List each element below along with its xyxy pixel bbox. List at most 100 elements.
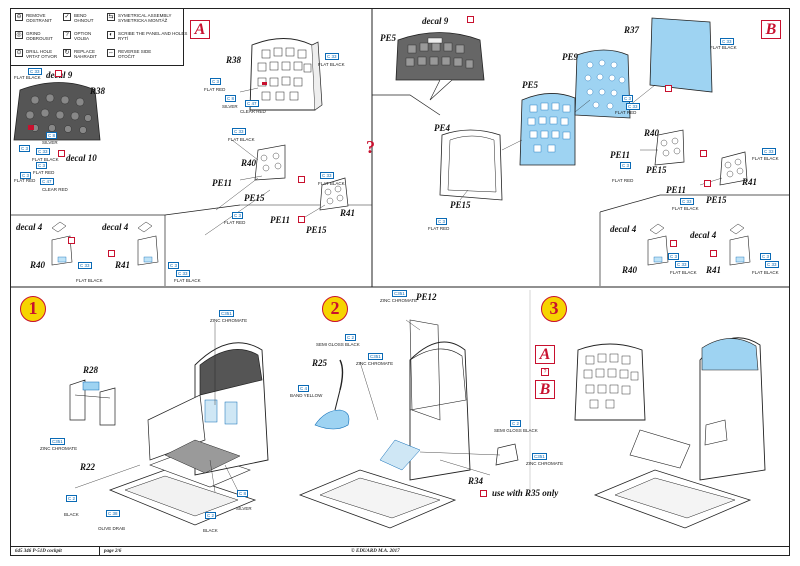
label-pe9: PE9 (562, 52, 579, 62)
paint-name: FLAT RED (33, 170, 55, 175)
paint-name: FLAT RED (615, 110, 637, 115)
option-b-letter: B (535, 380, 555, 399)
paint-name: SEMI GLOSS BLACK (494, 428, 538, 433)
paint-code: C 33 (675, 261, 689, 268)
label-pe4: PE4 (434, 123, 451, 133)
paint-code: C 33 (626, 103, 640, 110)
paint-code: C 2 (345, 334, 357, 341)
paint-code: C 33 (680, 198, 694, 205)
label-r40-a2: R40 (30, 260, 46, 270)
paint-code: C 33 (36, 148, 50, 155)
paint-code: C 3 (668, 253, 680, 260)
legend-symmetrical: SYMETRICAL ASSEMBLY SYMETRICKA MONTÁŽ (118, 13, 172, 23)
bend-icon: ✓ (63, 13, 71, 21)
panel-b-letter: B (761, 20, 781, 39)
legend-scribe: SCRIBE THE PANEL AND HOLES RYTÍ (118, 31, 188, 41)
paint-name: FLAT BLACK (174, 278, 201, 283)
paint-name: FLAT RED (612, 178, 634, 183)
paint-code: C 33 (325, 53, 339, 60)
paint-name: ZINC CHROMATE (526, 461, 564, 466)
symbol-legend: ⊖ REMOVE ODSTRANIT ✓ BEND OHNOUT ⇆ SYMET… (11, 9, 188, 66)
scribe-icon: ◐ (107, 31, 115, 39)
paint-name: FLAT BLACK (32, 157, 59, 162)
legend-drill: DRILL HOLE VRTAT OTVOR (26, 49, 58, 59)
paint-code: C351 (50, 438, 65, 445)
option-a-letter: A (535, 345, 555, 364)
option-icon: ? (541, 368, 549, 376)
note-use-with-r35: use with R35 only (492, 488, 559, 498)
label-r40-b2: R40 (622, 265, 638, 275)
paint-code: C 3 (210, 78, 222, 85)
label-r37: R37 (624, 25, 640, 35)
label-pe5-b: PE5 (522, 80, 539, 90)
label-r41-a2: R41 (115, 260, 131, 270)
paint-code: C 3 (232, 212, 244, 219)
paint-code: C 2 (205, 512, 217, 519)
paint-name: FLAT RED (428, 226, 450, 231)
paint-code: C 8 (225, 95, 237, 102)
label-r34: R34 (468, 476, 484, 486)
paint-code: C 2 (510, 420, 522, 427)
option-icon (298, 176, 305, 183)
replace-icon: ↻ (63, 49, 71, 57)
label-pe11-a1: PE11 (212, 178, 233, 188)
symmetrical-icon: ⇆ (107, 13, 115, 21)
paint-name: BLACK (203, 528, 218, 533)
paint-name: SILVER (236, 506, 252, 511)
option-icon (58, 150, 65, 157)
paint-name: FLAT BLACK (670, 270, 697, 275)
label-decal4-b2: decal 4 (690, 230, 717, 240)
paint-name: FLAT BLACK (318, 62, 345, 67)
paint-code: C 4 (298, 385, 310, 392)
legend-reverse: REVERSE SIDE OTOČIT (118, 49, 152, 59)
label-pe11-b2: PE11 (666, 185, 687, 195)
legend-replace: REPLACE NAHRADIT (74, 49, 98, 59)
paint-name: SILVER (222, 104, 238, 109)
option-icon (108, 250, 115, 257)
label-r38-left: R38 (90, 86, 106, 96)
sheet-border (10, 8, 790, 556)
paint-name: ZINC CHROMATE (40, 446, 78, 451)
paint-name: SILVER (42, 140, 58, 145)
paint-code: C 33 (232, 128, 246, 135)
option-icon (480, 490, 487, 497)
paint-code: C 33 (765, 261, 779, 268)
paint-code: C 47 (245, 100, 259, 107)
panel-a-letter: A (190, 20, 210, 39)
label-pe11-b1: PE11 (610, 150, 631, 160)
step-3-number: 3 (541, 296, 567, 322)
option-icon (710, 250, 717, 257)
label-r40-b: R40 (644, 128, 660, 138)
remove-icon: ⊖ (15, 13, 23, 21)
paint-code: C 3 (36, 162, 48, 169)
label-decal10: decal 10 (66, 153, 97, 163)
legend-option: OPTION VOLBA (74, 31, 92, 41)
paint-code: C 8 (46, 132, 58, 139)
option-icon (55, 70, 62, 77)
option-icon (665, 85, 672, 92)
label-decal9-b: decal 9 (422, 16, 449, 26)
paint-name: FLAT BLACK (672, 206, 699, 211)
label-decal4-a2: decal 4 (102, 222, 129, 232)
legend-remove: REMOVE ODSTRANIT (26, 13, 53, 23)
paint-name: FLAT RED (224, 220, 246, 225)
paint-name: CLEAR RED (240, 109, 266, 114)
paint-name: FLAT BLACK (228, 137, 255, 142)
footer-kit-name: 645 346 P-51D cockpit (15, 549, 62, 554)
drill-icon: ⊙ (15, 49, 23, 57)
legend-bend: BEND OHNOUT (74, 13, 94, 23)
paint-code: C 3 (760, 253, 772, 260)
option-icon (467, 16, 474, 23)
label-pe15-a1: PE15 (244, 193, 265, 203)
paint-code: C 38 (106, 510, 120, 517)
paint-code: C 3 (436, 218, 448, 225)
paint-name: FLAT BLACK (710, 45, 737, 50)
paint-code: C 3 (20, 172, 32, 179)
label-r41-a: R41 (340, 208, 356, 218)
paint-code: C 33 (78, 262, 92, 269)
label-pe15-b2: PE15 (646, 165, 667, 175)
label-pe15-b3: PE15 (706, 195, 727, 205)
paint-name: ZINC CHROMATE (210, 318, 248, 323)
paint-code: C 3 (19, 145, 31, 152)
